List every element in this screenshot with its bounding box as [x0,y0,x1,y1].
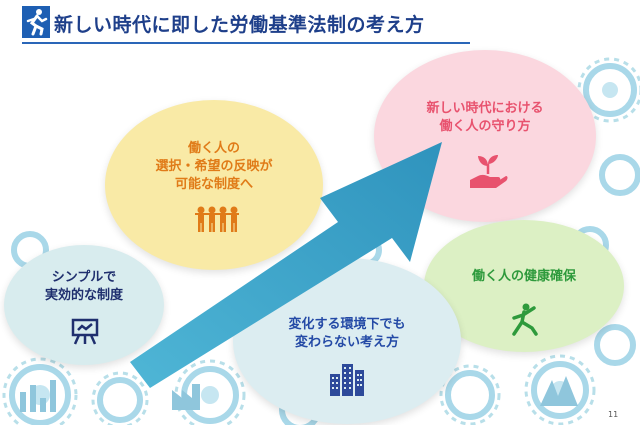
bubble-unchanging-line-1: 変化する環境下でも [288,317,406,332]
stretching-person-icon [512,303,538,336]
bubble-choice: 働く人の 選択・希望の反映が 可能な制度へ [105,100,323,270]
page-number: 11 [608,410,619,419]
bubble-simple-system-line-2: 実効的な制度 [44,288,123,303]
running-person-icon [22,6,50,38]
bubble-protection-line-1: 新しい時代における [426,101,544,116]
header: 新しい時代に即した労働基準法制の考え方 [0,0,640,50]
bubble-health-line-1: 働く人の健康確保 [471,269,576,284]
bubble-choice-line-1: 働く人の [187,141,240,156]
bubble-unchanging-text: 変化する環境下でも 変わらない考え方 [233,316,461,352]
title-underline [22,42,470,44]
page-title: 新しい時代に即した労働基準法制の考え方 [54,14,425,36]
bubble-simple-system: シンプルで 実効的な制度 [4,245,164,365]
bubble-choice-text: 働く人の 選択・希望の反映が 可能な制度へ [105,140,323,194]
buildings-icon [330,364,364,396]
bubble-choice-line-2: 選択・希望の反映が [155,159,273,174]
bubble-choice-line-3: 可能な制度へ [174,177,253,192]
bubble-simple-system-line-1: シンプルで [51,270,117,285]
presentation-board-icon [71,318,99,345]
bubble-health-text: 働く人の健康確保 [424,268,624,286]
bubble-protection-line-2: 働く人の守り方 [439,119,531,134]
bubble-simple-system-text: シンプルで 実効的な制度 [4,269,164,305]
bubble-protection-text: 新しい時代における 働く人の守り方 [374,100,596,136]
bubble-unchanging-line-2: 変わらない考え方 [294,335,399,350]
hand-sprout-icon [470,155,508,188]
people-group-icon [195,206,239,232]
progress-arrow-shape [130,142,442,388]
